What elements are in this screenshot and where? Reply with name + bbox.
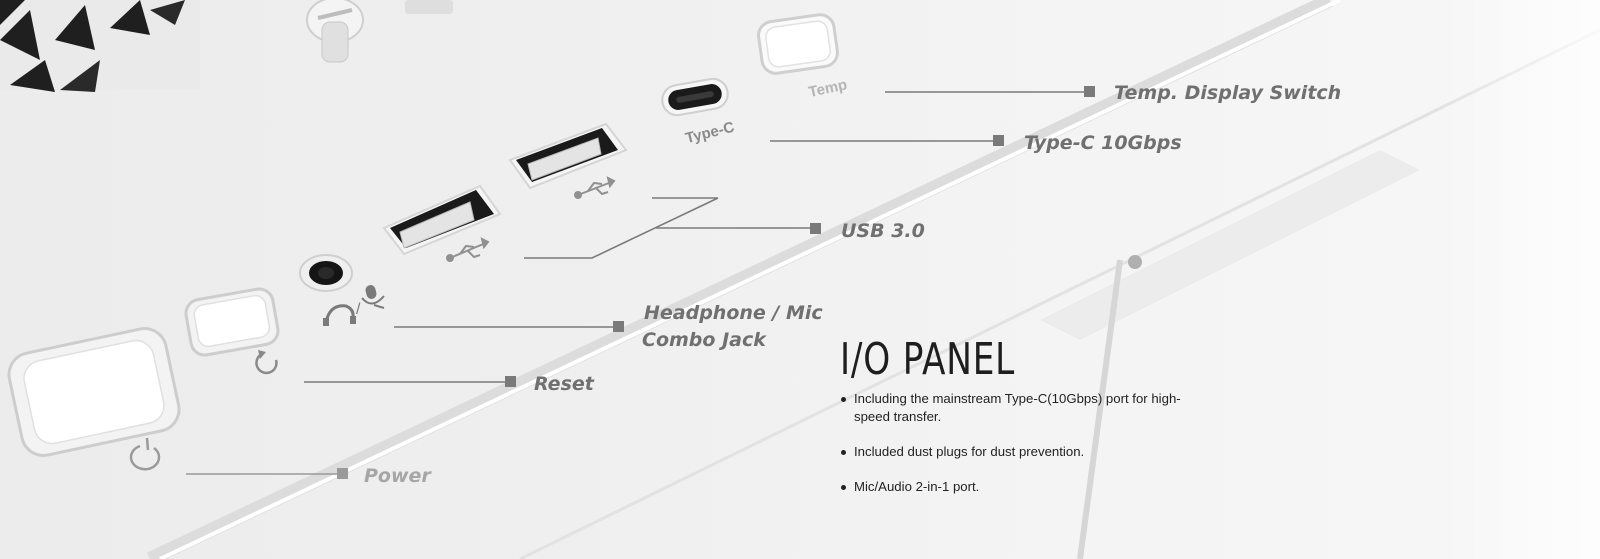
type-c-port-label: Type-C <box>684 119 737 148</box>
callout-reset: Reset <box>534 373 594 395</box>
callout-power: Power <box>364 465 431 487</box>
headphone-icon <box>323 304 356 326</box>
temp-switch-button[interactable] <box>757 13 839 75</box>
callout-temp-display-switch: Temp. Display Switch <box>1114 82 1342 104</box>
power-button[interactable] <box>5 325 183 460</box>
feature-item: Included dust plugs for dust prevention. <box>840 443 1200 461</box>
mic-icon <box>361 285 385 309</box>
power-icon <box>129 437 161 471</box>
headphone-mic-jack[interactable] <box>299 254 353 292</box>
feature-item: Mic/Audio 2-in-1 port. <box>840 478 1200 496</box>
reset-button[interactable] <box>184 287 280 357</box>
callout-usb: USB 3.0 <box>841 220 925 242</box>
temp-port-label: Temp <box>807 76 849 101</box>
panel-title: I/O PANEL <box>840 334 1016 385</box>
type-c-port[interactable] <box>660 76 730 117</box>
feature-list: Including the mainstream Type-C(10Gbps) … <box>840 390 1200 513</box>
usb-port-1[interactable] <box>382 184 502 256</box>
usb-port-2[interactable] <box>508 122 628 190</box>
callout-type-c: Type-C 10Gbps <box>1024 132 1182 154</box>
slash-glyph: / <box>356 301 361 318</box>
screw-icon <box>306 0 453 63</box>
reset-icon <box>255 350 278 375</box>
callout-audio-line2: Combo Jack <box>642 329 766 351</box>
usb-icon <box>574 176 616 199</box>
leader-lines <box>186 86 1095 479</box>
usb-icon <box>446 237 490 262</box>
callout-audio-line1: Headphone / Mic <box>644 302 823 324</box>
feature-item: Including the mainstream Type-C(10Gbps) … <box>840 390 1200 426</box>
vent-grille <box>0 0 200 92</box>
chassis-edges <box>147 0 1600 559</box>
